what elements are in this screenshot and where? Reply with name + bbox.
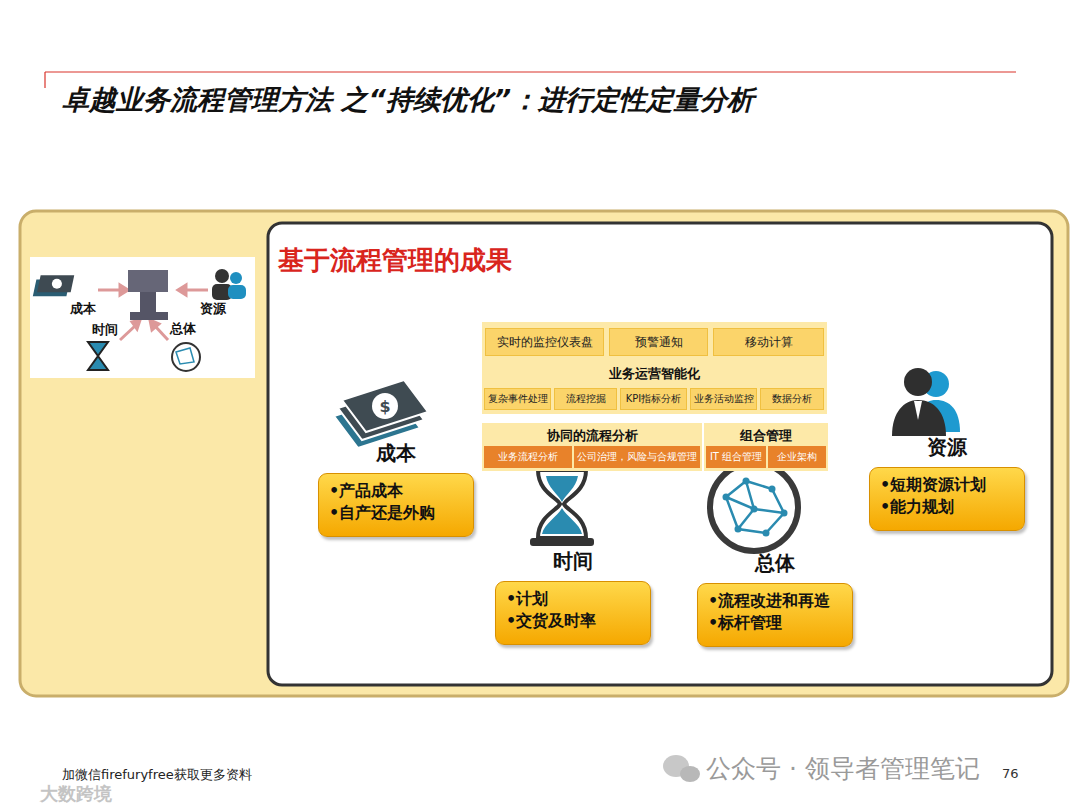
function-label: 流程挖掘: [566, 392, 606, 406]
function-box: 业务活动监控: [690, 388, 757, 410]
function-box: 数据分析: [760, 388, 824, 410]
item-heading: 资源: [869, 434, 1025, 461]
thumb-label: 时间: [92, 321, 118, 339]
function-label: 业务活动监控: [694, 392, 754, 406]
thumb-label: 成本: [70, 300, 96, 318]
function-label: KPI指标分析: [626, 392, 682, 406]
function-box: 实时的监控仪表盘: [485, 328, 604, 356]
function-label: IT 组合管理: [710, 450, 762, 464]
bullet-text: •自产还是外购: [329, 502, 463, 524]
group-box: 协同的流程分析业务流程分析 公司治理，风险与合规管理: [482, 423, 702, 471]
group-box: 组合管理 IT 组合管理 企业架构: [704, 423, 828, 471]
bullet-text: •计划: [506, 588, 640, 610]
item-heading: 总体: [697, 550, 853, 577]
footer-note: 加微信firefuryfree获取更多资料: [62, 766, 252, 784]
page-number: 76: [1002, 766, 1019, 781]
function-box: 复杂事件处理: [484, 388, 551, 410]
thumb-label: 总体: [170, 320, 196, 338]
function-box: 业务流程分析: [484, 446, 572, 468]
function-label: 预警通知: [635, 334, 683, 351]
bullet-text: •产品成本: [329, 480, 463, 502]
group-title: 组合管理: [704, 427, 828, 445]
thumb-label: 资源: [200, 300, 226, 318]
outcome-item: 成本 •产品成本•自产还是外购: [318, 440, 474, 537]
bullet-box: •短期资源计划•能力规划: [869, 467, 1025, 531]
function-label: 业务流程分析: [498, 450, 558, 464]
bullet-box: •计划•交货及时率: [495, 581, 651, 645]
function-box: 企业架构: [768, 446, 826, 468]
watermark: 大数跨境: [40, 782, 112, 806]
bi-band: 业务运营智能化 实时的监控仪表盘 预警通知 移动计算复杂事件处理 流程挖掘 KPI指标分析…: [482, 322, 827, 414]
outcome-item: 时间 •计划•交货及时率: [495, 548, 651, 645]
bullet-box: •产品成本•自产还是外购: [318, 473, 474, 537]
function-box: KPI指标分析: [620, 388, 687, 410]
function-box: 移动计算: [713, 328, 824, 356]
function-box: 预警通知: [609, 328, 708, 356]
bullet-text: •标杆管理: [708, 612, 842, 634]
function-label: 实时的监控仪表盘: [497, 334, 593, 351]
bullet-box: •流程改进和再造•标杆管理: [697, 583, 853, 647]
function-label: 复杂事件处理: [488, 392, 548, 406]
result-panel: 基于流程管理的成果业务运营智能化 实时的监控仪表盘 预警通知 移动计算复杂事件处理 流程…: [268, 223, 1052, 685]
group-title: 协同的流程分析: [482, 427, 702, 445]
panel-heading: 基于流程管理的成果: [278, 243, 512, 278]
function-box: 公司治理，风险与合规管理: [574, 446, 700, 468]
function-label: 公司治理，风险与合规管理: [577, 450, 697, 464]
function-box: IT 组合管理: [706, 446, 766, 468]
item-heading: 成本: [318, 440, 474, 467]
band-label: 业务运营智能化: [482, 365, 827, 383]
function-label: 移动计算: [745, 334, 793, 351]
outcome-item: 资源 •短期资源计划•能力规划: [869, 434, 1025, 531]
bullet-text: •流程改进和再造: [708, 590, 842, 612]
watermark: 公众号 · 领导者管理笔记: [706, 752, 980, 785]
function-label: 数据分析: [772, 392, 812, 406]
outcome-item: 总体 •流程改进和再造•标杆管理: [697, 550, 853, 647]
svg-text:$: $: [379, 397, 390, 416]
slide-title: 卓越业务流程管理方法 之“持续优化”：进行定性定量分析: [62, 82, 754, 118]
bullet-text: •短期资源计划: [880, 474, 1014, 496]
bullet-text: •交货及时率: [506, 610, 640, 632]
function-box: 流程挖掘: [554, 388, 617, 410]
item-heading: 时间: [495, 548, 651, 575]
function-label: 企业架构: [777, 450, 817, 464]
bullet-text: •能力规划: [880, 496, 1014, 518]
